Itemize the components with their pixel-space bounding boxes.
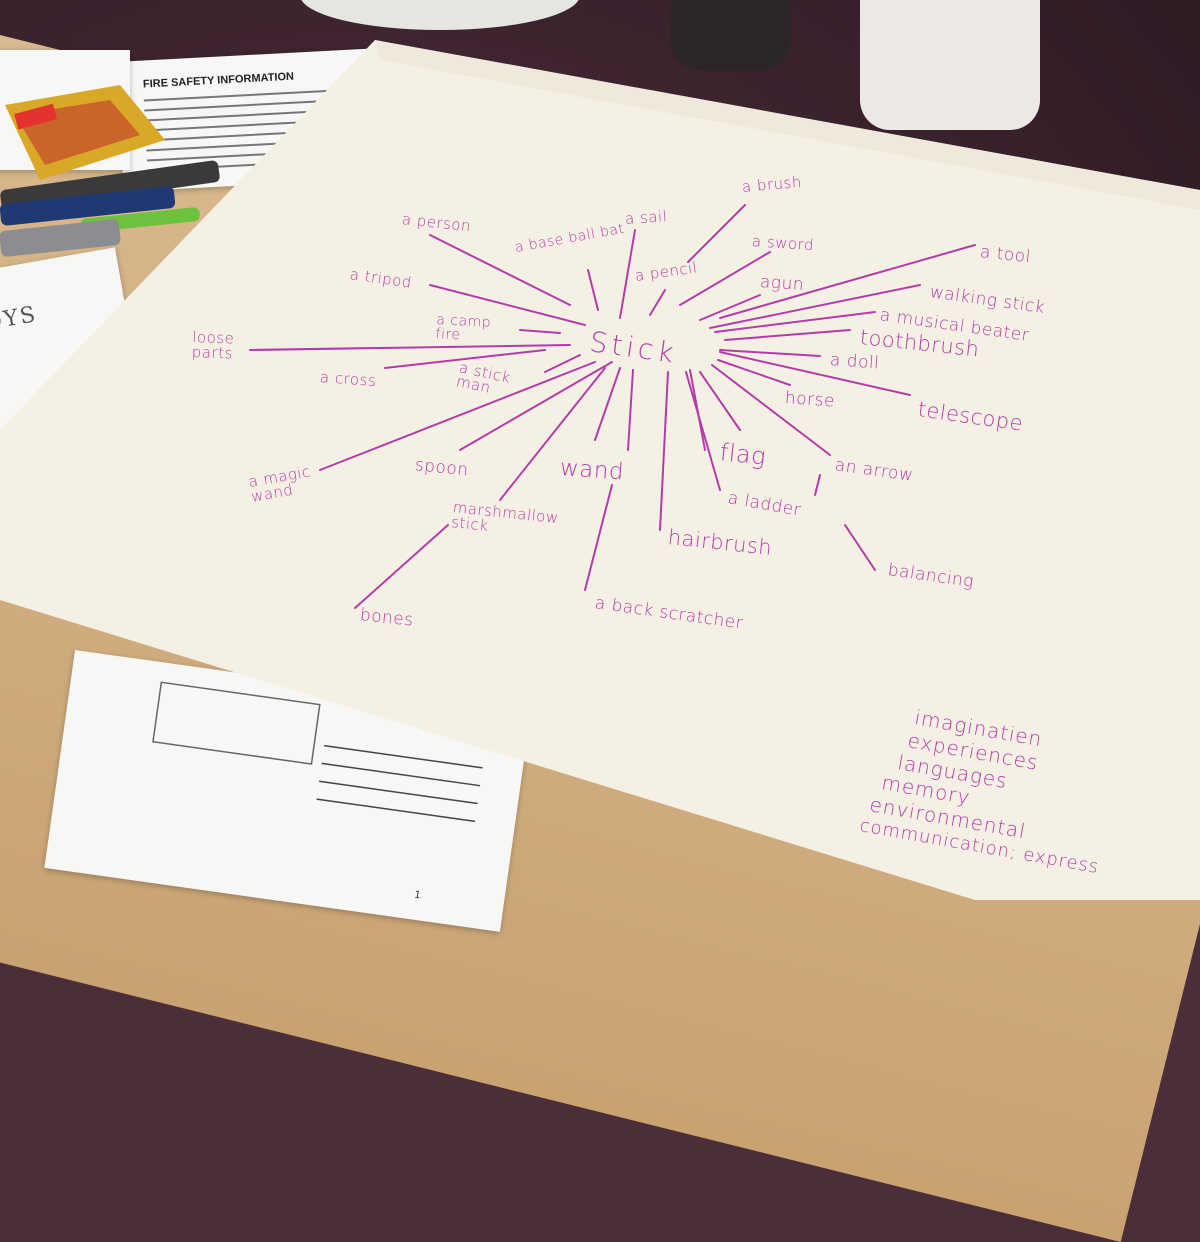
branch-a-sail: a sail	[624, 207, 668, 228]
bag	[670, 0, 790, 70]
branch-loose-parts: loose parts	[191, 328, 235, 363]
sweets-packet	[5, 85, 165, 180]
branch-a-cross: a cross	[319, 368, 377, 390]
worksheet-lines	[152, 681, 483, 823]
spider-lines	[249, 204, 976, 609]
branch-a-doll: a doll	[829, 350, 881, 374]
branch-wand: wand	[559, 455, 625, 486]
branch-a-camp-fire: a camp fire	[435, 312, 492, 344]
branch-flag: flag	[718, 438, 768, 471]
chair-fabric	[860, 0, 1040, 130]
flipchart-paper	[0, 40, 1200, 900]
branch-horse: horse	[784, 388, 836, 412]
worksheet: 1	[44, 650, 531, 932]
branch-a-gun: agun	[759, 272, 805, 296]
